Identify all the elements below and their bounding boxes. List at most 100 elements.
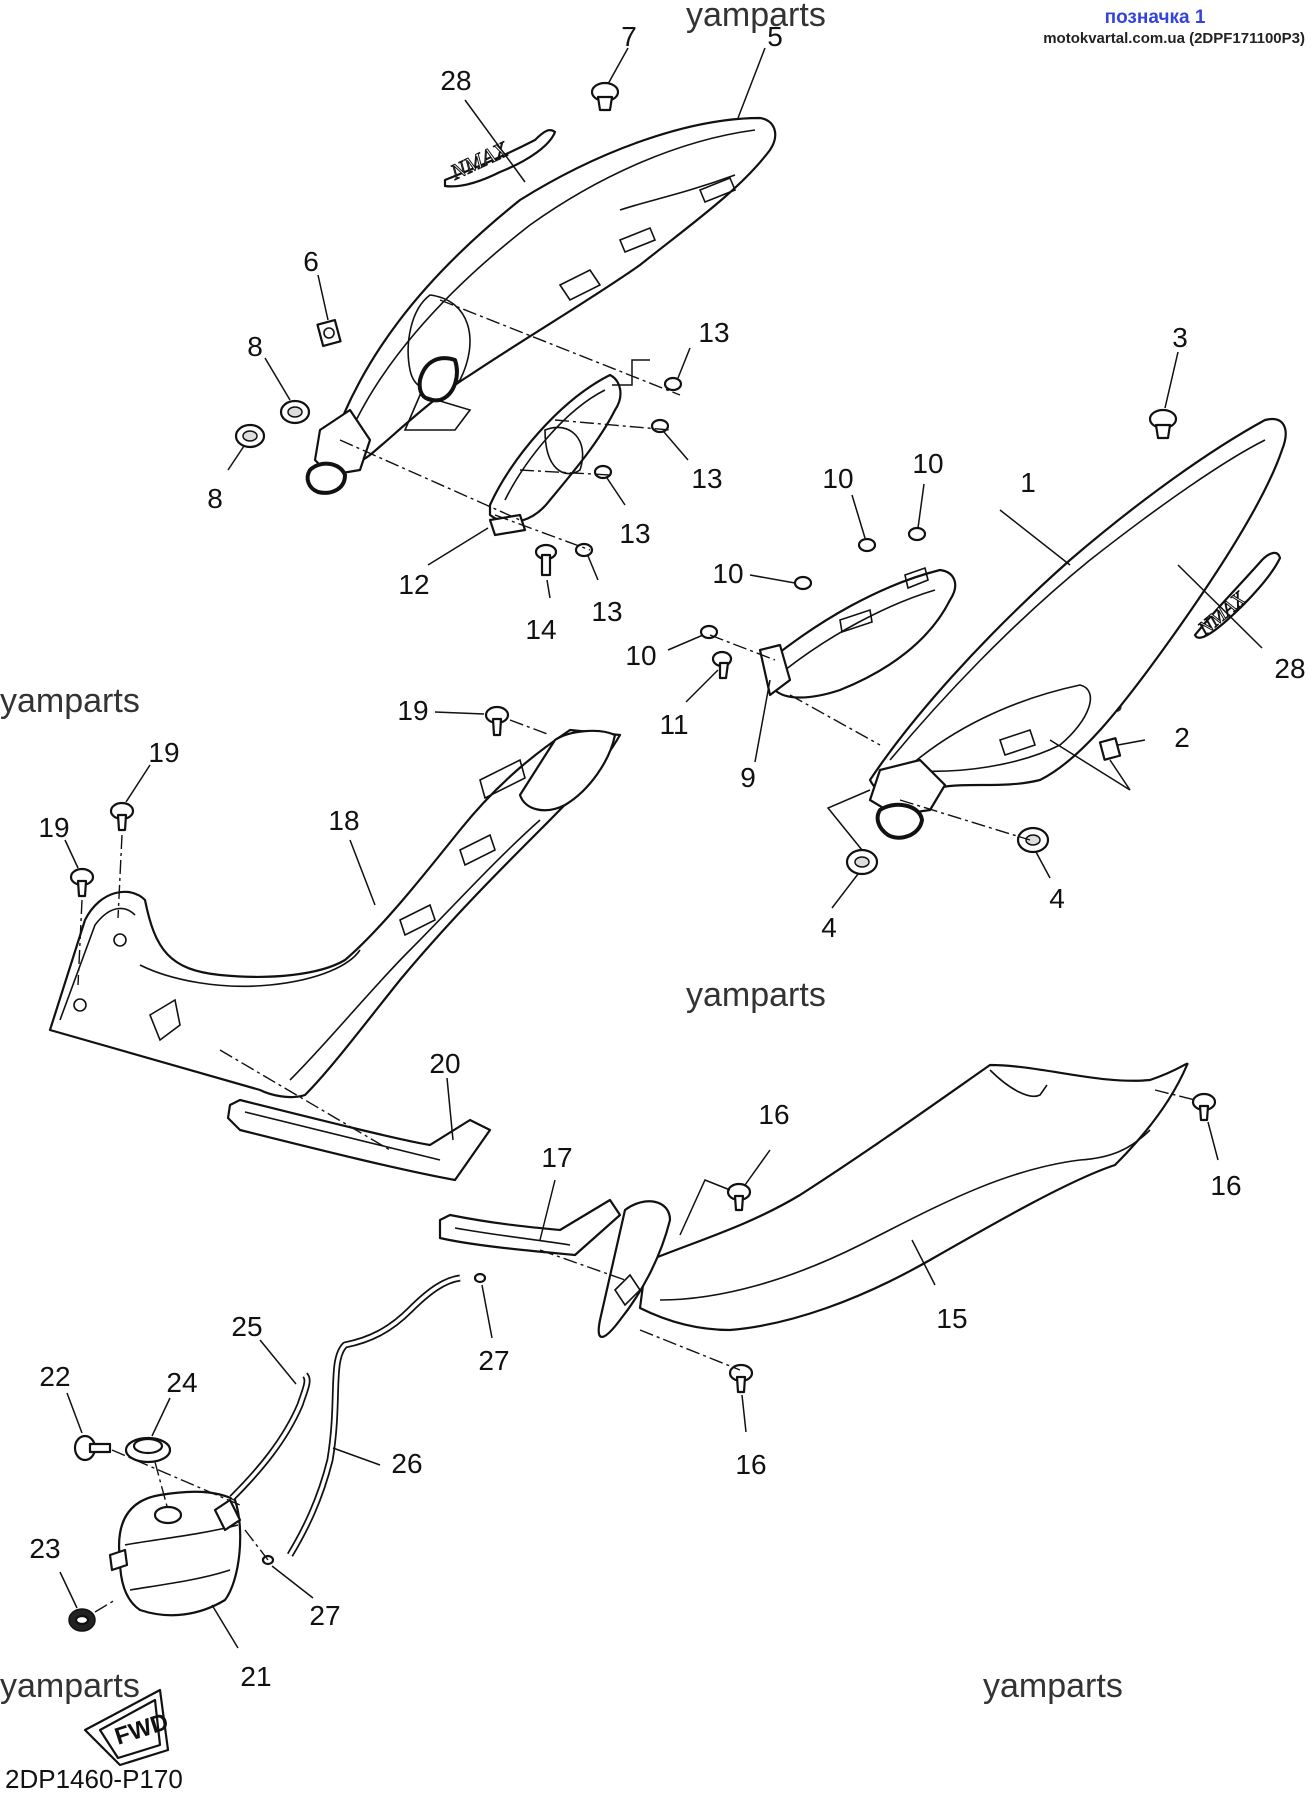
part-25-hose bbox=[229, 1372, 311, 1501]
callout-13d: 13 bbox=[591, 596, 622, 627]
callout-27a: 27 bbox=[478, 1345, 509, 1376]
callout-8b: 8 bbox=[207, 483, 223, 514]
assembly-line-19 bbox=[244, 1529, 269, 1561]
part-10-circlip-a bbox=[857, 537, 877, 553]
part-26-hose bbox=[286, 1274, 461, 1557]
callout-3: 3 bbox=[1172, 322, 1188, 353]
callout-15: 15 bbox=[936, 1303, 967, 1334]
callout-10b: 10 bbox=[912, 448, 943, 479]
part-8-grommet-b bbox=[234, 423, 266, 449]
part-13-circlip-d bbox=[574, 542, 594, 558]
part-22-bolt bbox=[73, 1434, 112, 1462]
part-1-side-cover-right bbox=[868, 417, 1287, 840]
assembly-line-7 bbox=[789, 694, 881, 746]
callout-11: 11 bbox=[659, 709, 688, 740]
part-27-clamp-a bbox=[473, 1272, 487, 1284]
part-19-screw-a bbox=[484, 705, 510, 737]
assembly-line-17 bbox=[154, 1461, 169, 1511]
assembly-line-12 bbox=[219, 1049, 391, 1151]
part-15-floor-panel bbox=[597, 1062, 1189, 1338]
callout-10a: 10 bbox=[822, 463, 853, 494]
assembly-line-8 bbox=[899, 799, 1031, 841]
callout-16c: 16 bbox=[735, 1449, 766, 1480]
part-28-emblem-upper: NMAX bbox=[443, 129, 557, 188]
callout-22: 22 bbox=[39, 1361, 70, 1392]
callout-13b: 13 bbox=[691, 463, 722, 494]
part-16-screw-c bbox=[728, 1363, 754, 1394]
callout-16b: 16 bbox=[1210, 1170, 1241, 1201]
part-5-side-cover-left bbox=[305, 116, 777, 495]
callout-23: 23 bbox=[29, 1533, 60, 1564]
part-21-reservoir-tank bbox=[108, 1490, 242, 1617]
assembly-line-9 bbox=[509, 719, 551, 736]
callout-20: 20 bbox=[429, 1048, 460, 1079]
assembly-line-2 bbox=[554, 419, 671, 431]
callout-27b: 27 bbox=[309, 1600, 340, 1631]
callout-21: 21 bbox=[240, 1661, 271, 1692]
callout-28b: 28 bbox=[1274, 653, 1305, 684]
part-10-circlip-d bbox=[699, 624, 719, 640]
callout-26: 26 bbox=[391, 1448, 422, 1479]
part-16-screw-a bbox=[726, 1182, 752, 1212]
callout-19b: 19 bbox=[148, 737, 179, 768]
assembly-line-1 bbox=[439, 299, 681, 396]
callout-2: 2 bbox=[1174, 722, 1190, 753]
callout-17: 17 bbox=[541, 1142, 572, 1173]
part-3-clip bbox=[1148, 408, 1178, 440]
part-7-clip bbox=[590, 81, 620, 112]
part-8-grommet-a bbox=[279, 399, 311, 425]
assembly-line-14 bbox=[1154, 1089, 1196, 1101]
part-12-inner-panel bbox=[488, 373, 622, 537]
header-title: позначка 1 bbox=[1105, 7, 1206, 28]
part-10-circlip-b bbox=[907, 526, 927, 542]
part-25-hose-inner bbox=[230, 1373, 309, 1500]
callout-6: 6 bbox=[303, 246, 319, 277]
part-16-screw-b bbox=[1191, 1092, 1217, 1122]
part-6-nut bbox=[316, 318, 342, 348]
callout-13a: 13 bbox=[698, 317, 729, 348]
callout-5: 5 bbox=[767, 21, 783, 52]
assembly-line-18 bbox=[94, 1599, 116, 1613]
part-26-hose-inner bbox=[288, 1276, 461, 1556]
assembly-bracket-16a bbox=[679, 1179, 731, 1236]
part-18-front-cover bbox=[48, 728, 622, 1099]
part-4-grommet-b bbox=[1016, 826, 1050, 854]
callout-14: 14 bbox=[525, 614, 556, 645]
callout-16a: 16 bbox=[758, 1099, 789, 1130]
assembly-bracket-4 bbox=[826, 789, 871, 851]
callout-8a: 8 bbox=[247, 331, 263, 362]
callout-24: 24 bbox=[166, 1367, 197, 1398]
callout-25: 25 bbox=[231, 1311, 262, 1342]
watermark-bottom-left: yamparts bbox=[0, 1667, 140, 1705]
assembly-line-3 bbox=[519, 469, 611, 476]
part-2-nut bbox=[1098, 737, 1122, 761]
header-subtitle: motokvartal.com.ua (2DPF171100P3) bbox=[1043, 30, 1305, 47]
watermark-bottom-right: yamparts bbox=[983, 1667, 1123, 1705]
assembly-bracket-2 bbox=[1049, 739, 1131, 791]
assembly-line-6 bbox=[709, 634, 776, 661]
part-13-circlip-a bbox=[663, 376, 683, 392]
callout-12: 12 bbox=[398, 569, 429, 600]
part-13-circlip-c bbox=[593, 464, 613, 480]
part-20-lower-strip bbox=[226, 1098, 492, 1182]
callout-13c: 13 bbox=[619, 518, 650, 549]
part-11-screw bbox=[711, 650, 733, 680]
callout-19c: 19 bbox=[38, 812, 69, 843]
assembly-line-13 bbox=[539, 1249, 626, 1281]
callout-9: 9 bbox=[740, 762, 756, 793]
part-14-bolt bbox=[534, 543, 558, 577]
part-10-circlip-c bbox=[793, 575, 813, 591]
assembly-line-4 bbox=[339, 439, 521, 521]
callout-28a: 28 bbox=[440, 65, 471, 96]
callout-4a: 4 bbox=[821, 912, 837, 943]
assembly-bracket-13 bbox=[612, 359, 650, 386]
assembly-line-11 bbox=[77, 899, 83, 986]
fwd-arrow: FWD bbox=[83, 1688, 172, 1767]
part-19-screw-b bbox=[109, 801, 135, 832]
part-23-grommet bbox=[68, 1608, 96, 1632]
part-4-grommet-a bbox=[845, 848, 879, 876]
callout-10d: 10 bbox=[625, 640, 656, 671]
assembly-line-5 bbox=[494, 514, 591, 551]
callout-7: 7 bbox=[621, 21, 637, 52]
